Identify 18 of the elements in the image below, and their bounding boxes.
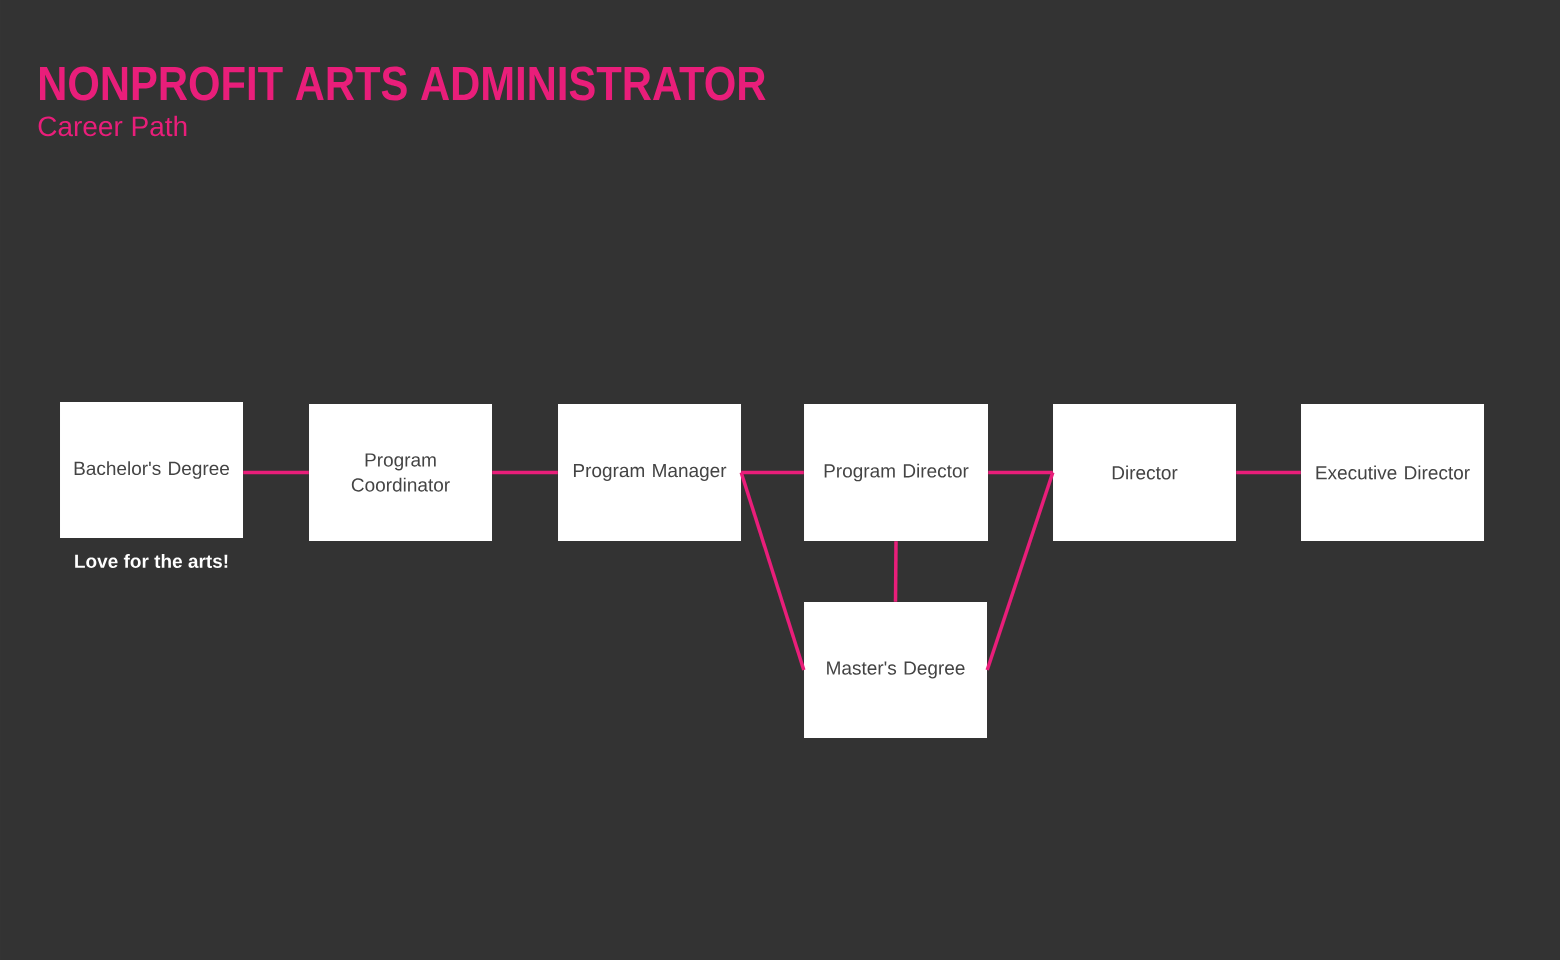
process-box: Executive Director bbox=[1301, 404, 1484, 541]
connector-line bbox=[492, 470, 558, 475]
process-box: Director bbox=[1053, 404, 1236, 541]
connector-line bbox=[893, 541, 898, 602]
process-box: Bachelor's Degree bbox=[60, 402, 243, 538]
process-box: Program Coordinator bbox=[309, 404, 492, 541]
node-caption: Love for the arts! bbox=[75, 554, 228, 568]
connector-line bbox=[243, 470, 309, 475]
subtitle: Career Path bbox=[38, 115, 187, 137]
connector-line bbox=[1236, 470, 1301, 475]
title: NONPROFIT ARTS ADMINISTRATOR bbox=[40, 66, 766, 101]
process-box: Program Director bbox=[804, 404, 988, 541]
connector-line bbox=[739, 471, 806, 671]
connector-line bbox=[988, 470, 1053, 475]
process-box: Master's Degree bbox=[804, 602, 987, 738]
process-box: Program Manager bbox=[558, 404, 741, 541]
connector-line bbox=[741, 470, 804, 475]
connector-line bbox=[985, 471, 1055, 671]
